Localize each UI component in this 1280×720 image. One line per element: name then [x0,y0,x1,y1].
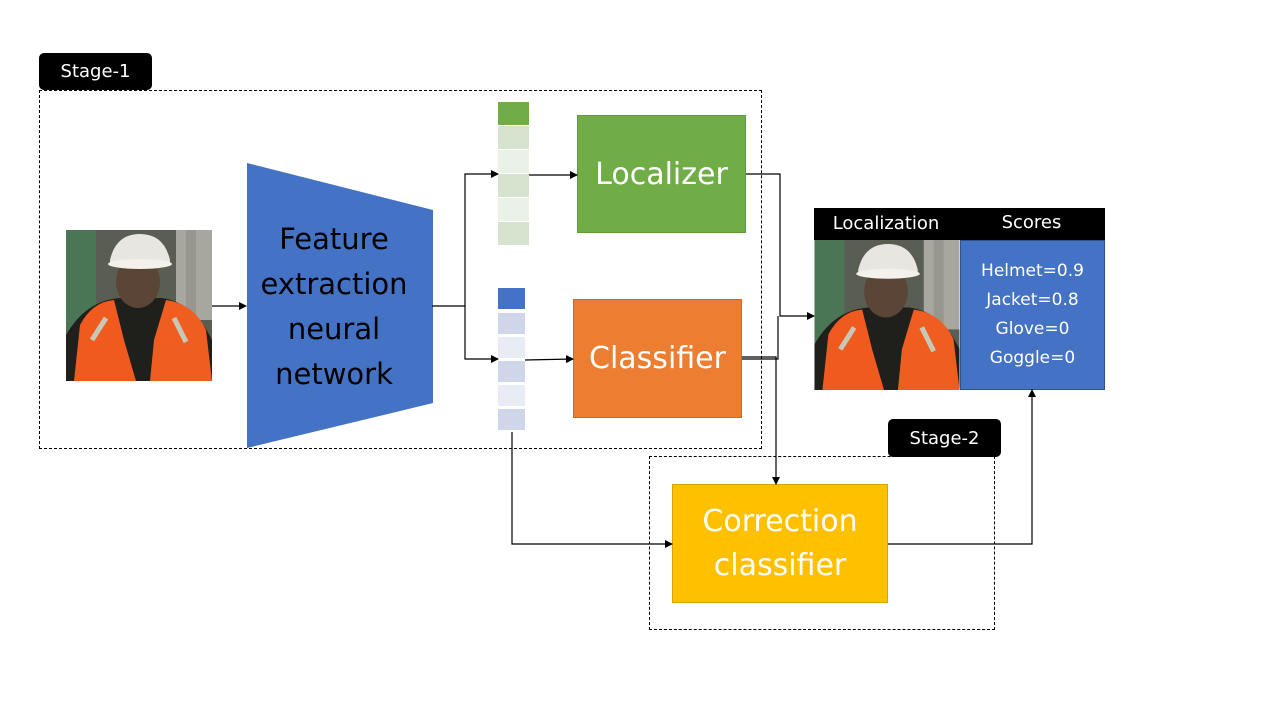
arrow-extractor-to-blue-vector [464,306,499,363]
score-glove: Glove=0 [995,319,1070,339]
vector-cell [498,385,525,406]
feature-label-line-1: Feature [279,222,389,256]
feature-extraction-trapezoid [247,163,433,448]
vector-cell-active [498,288,525,309]
localized-worker-photo [814,240,960,390]
input-worker-image [66,230,212,381]
stage-1-label: Stage-1 [39,53,152,90]
worker-photo-illustration [66,230,212,381]
score-helmet: Helmet=0.9 [981,261,1084,281]
correction-label-line-1: Correction [702,503,858,539]
vector-cell [498,313,525,334]
arrow-classifier-to-output [742,316,779,360]
feature-extraction-label: Feature extraction neural network [246,222,422,392]
feature-label-line-2: extraction [260,267,408,301]
vector-cell [498,337,525,358]
output-header-bar [814,208,1105,240]
localizer-label: Localizer [595,156,728,192]
stage-2-region [649,456,995,630]
localization-header: Localization [832,213,940,234]
feature-label-line-3: neural [287,312,381,346]
vector-cell [498,174,529,197]
arrow-vector-to-correction [511,432,673,548]
vector-cell-active [498,102,529,125]
classification-feature-vector [498,288,525,432]
classifier-box: Classifier [573,299,742,418]
localization-feature-vector [498,102,529,246]
arrow-classifier-to-correction [742,356,780,485]
vector-cell [498,150,529,173]
vector-cell [498,126,529,149]
localization-output-image [814,240,960,390]
score-jacket: Jacket=0.8 [986,290,1079,310]
correction-classifier-box: Correction classifier [672,484,888,603]
arrow-correction-to-scores [888,389,1036,545]
arrow-extractor-to-green-vector [432,170,499,307]
scores-header: Scores [1001,212,1062,233]
correction-label-line-2: classifier [713,547,847,583]
vector-cell [498,361,525,382]
score-goggle: Goggle=0 [989,348,1076,368]
scores-panel: Helmet=0.9 Jacket=0.8 Glove=0 Goggle=0 [960,240,1105,390]
vector-cell [498,409,525,430]
stage-1-region [39,90,762,449]
arrow-localizer-to-output [746,173,815,320]
classifier-label: Classifier [589,341,726,376]
vector-cell [498,198,529,221]
stage-2-label: Stage-2 [888,419,1001,457]
vector-cell [498,222,529,245]
localizer-box: Localizer [577,115,746,233]
feature-label-line-4: network [275,357,393,391]
arrow-blue-vector-to-classifier [524,355,574,364]
